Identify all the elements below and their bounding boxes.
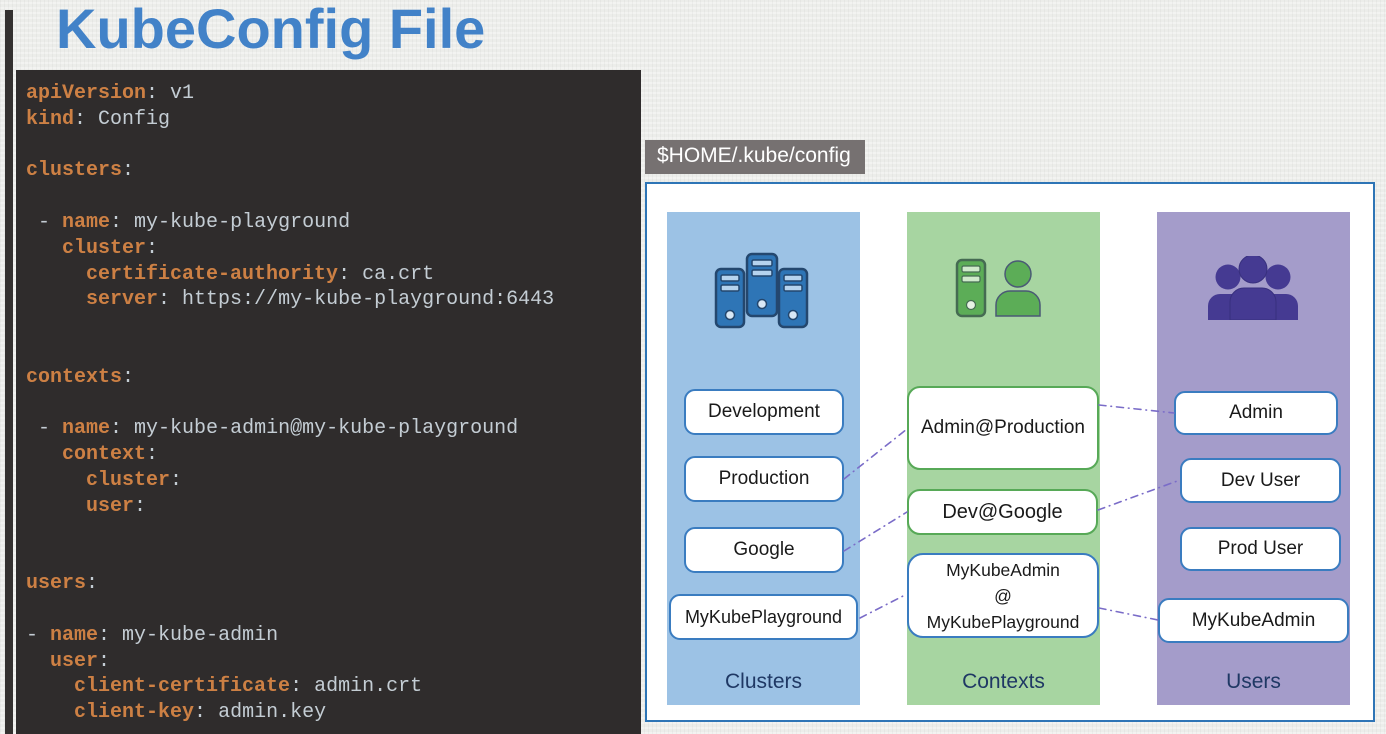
kubeconfig-diagram: Development Production Google MyKubePlay… [645, 182, 1375, 722]
clusters-column: Development Production Google MyKubePlay… [667, 212, 860, 705]
slide-edge-strip [5, 10, 13, 734]
cluster-node: Google [684, 527, 844, 573]
code-line [26, 597, 635, 623]
code-line: context: [62, 443, 159, 467]
users-column-label: Users [1226, 670, 1281, 693]
users-column: Admin Dev User Prod User MyKubeAdmin Use… [1157, 212, 1350, 705]
contexts-column-label: Contexts [962, 670, 1045, 693]
code-line: users: [26, 572, 99, 596]
code-line [26, 545, 635, 571]
code-line: - name: my-kube-admin@my-kube-playground [26, 417, 519, 441]
code-line: user: [50, 649, 111, 673]
connector-mykubeplayground-context [859, 593, 908, 619]
code-line: - name: my-kube-admin [26, 623, 279, 647]
code-line: cluster: [86, 468, 183, 492]
code-line [26, 313, 635, 339]
code-line: client-certificate: admin.crt [74, 675, 423, 699]
code-line: contexts: [26, 365, 135, 389]
code-line: clusters: [26, 159, 135, 183]
context-node: Admin@Production [907, 386, 1099, 470]
cluster-node: MyKubePlayground [669, 594, 858, 640]
code-line: kind: Config [26, 107, 171, 131]
code-line: user: [86, 494, 147, 518]
contexts-column: Admin@Production Dev@Google MyKubeAdmin … [907, 212, 1100, 705]
code-line [26, 133, 635, 159]
context-node-line: MyKubePlayground [926, 611, 1080, 632]
page-title: KubeConfig File [56, 0, 486, 60]
clusters-column-label: Clusters [724, 670, 803, 693]
user-node: Prod User [1180, 527, 1341, 571]
user-node: Dev User [1180, 458, 1341, 503]
cluster-node: Development [684, 389, 844, 435]
code-line: server: https://my-kube-playground:6443 [86, 288, 555, 312]
context-node: Dev@Google [907, 489, 1098, 535]
users-group-icon [1208, 256, 1298, 320]
active-context-node: MyKubeAdmin @ MyKubePlayground [907, 553, 1099, 638]
code-line: apiVersion: v1 [26, 82, 195, 105]
config-path-badge: $HOME/.kube/config [645, 140, 865, 174]
code-line [26, 339, 635, 365]
cluster-node: Production [684, 456, 844, 502]
connector-context-mykubeadmin [1098, 607, 1159, 621]
context-node-line: @ [994, 585, 1012, 606]
code-line [26, 391, 635, 417]
server-user-icon [955, 258, 1041, 318]
context-node-line: MyKubeAdmin [946, 559, 1060, 580]
code-line: certificate-authority: ca.crt [86, 262, 435, 286]
user-node: Admin [1174, 391, 1338, 435]
code-line: - name: my-kube-playground [26, 210, 351, 234]
user-node: MyKubeAdmin [1158, 598, 1349, 643]
code-line: client-key: admin.key [74, 701, 327, 725]
code-line: cluster: [62, 236, 159, 260]
code-line [26, 520, 635, 546]
servers-icon [714, 252, 809, 329]
code-line [26, 184, 635, 210]
